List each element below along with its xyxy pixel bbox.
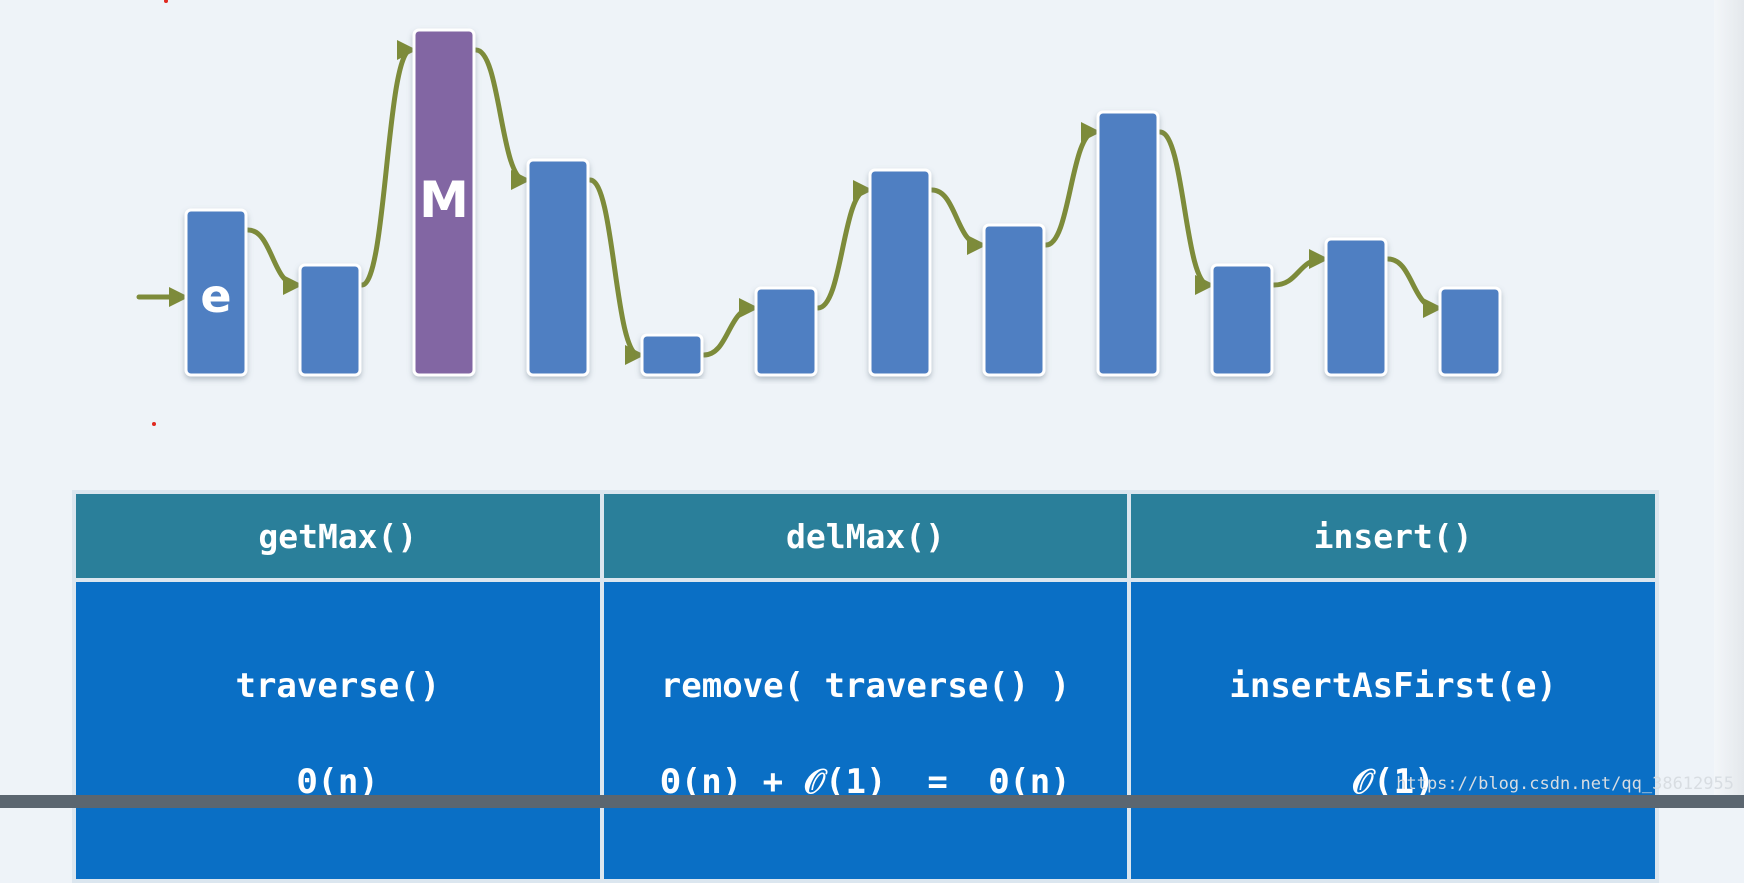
list-node-bar [1210,263,1274,377]
traversal-arrows [136,40,1443,365]
node-label: e [200,269,231,323]
operation-text: remove( traverse() ) [660,666,1071,706]
right-scrollbar[interactable] [1714,0,1744,808]
list-node-bar [754,286,818,377]
list-node-bar [640,333,704,377]
list-node-bar [298,263,362,377]
list-node-bar [526,158,590,377]
next-pointer-arrow [815,180,873,311]
cell-delmax: remove( traverse() ) Θ(n) + 𝒪(1) = Θ(n) [599,578,1132,883]
operation-text: insertAsFirst(e) [1229,666,1557,706]
next-pointer-arrow [587,177,645,365]
list-node-bar [412,28,476,377]
next-pointer-arrow [929,187,987,255]
table-row: traverse() Θ(n) remove( traverse() ) Θ(n… [72,578,1659,883]
next-pointer-arrow [1271,249,1329,288]
list-node-bar [1438,286,1502,377]
complexity-text: Θ(n) + 𝒪(1) = Θ(n) [660,762,1071,802]
list-node-bar [982,223,1046,377]
column-header-getmax: getMax() [72,490,604,582]
complexity-text: Θ(n) [296,762,379,802]
next-pointer-arrow [1385,256,1443,318]
red-dot-mark [164,0,168,3]
list-node-bar [868,168,932,377]
next-pointer-arrow [473,47,531,190]
red-dot-mark [152,422,156,426]
list-traversal-diagram: eM [136,28,1502,377]
list-node-bar [1096,110,1160,377]
bottom-bar [0,795,1744,808]
next-pointer-arrow [359,40,417,288]
column-header-delmax: delMax() [599,490,1132,582]
list-node-bar [1324,237,1388,377]
cell-insert: insertAsFirst(e) 𝒪(1) [1127,578,1659,883]
table-header-row: getMax() delMax() insert() [72,490,1659,582]
cell-getmax: traverse() Θ(n) [72,578,604,883]
list-node-bar [184,208,248,377]
complexity-table: getMax() delMax() insert() traverse() Θ(… [72,490,1659,883]
list-nodes: eM [184,28,1502,377]
next-pointer-arrow [701,298,759,358]
operation-text: traverse() [235,666,441,706]
next-pointer-arrow [245,227,303,295]
watermark-text: https://blog.csdn.net/qq_38612955 [1396,774,1734,794]
column-header-insert: insert() [1127,490,1659,582]
next-pointer-arrow [1043,122,1101,248]
next-pointer-arrow [1157,129,1215,295]
node-label: M [419,171,469,229]
